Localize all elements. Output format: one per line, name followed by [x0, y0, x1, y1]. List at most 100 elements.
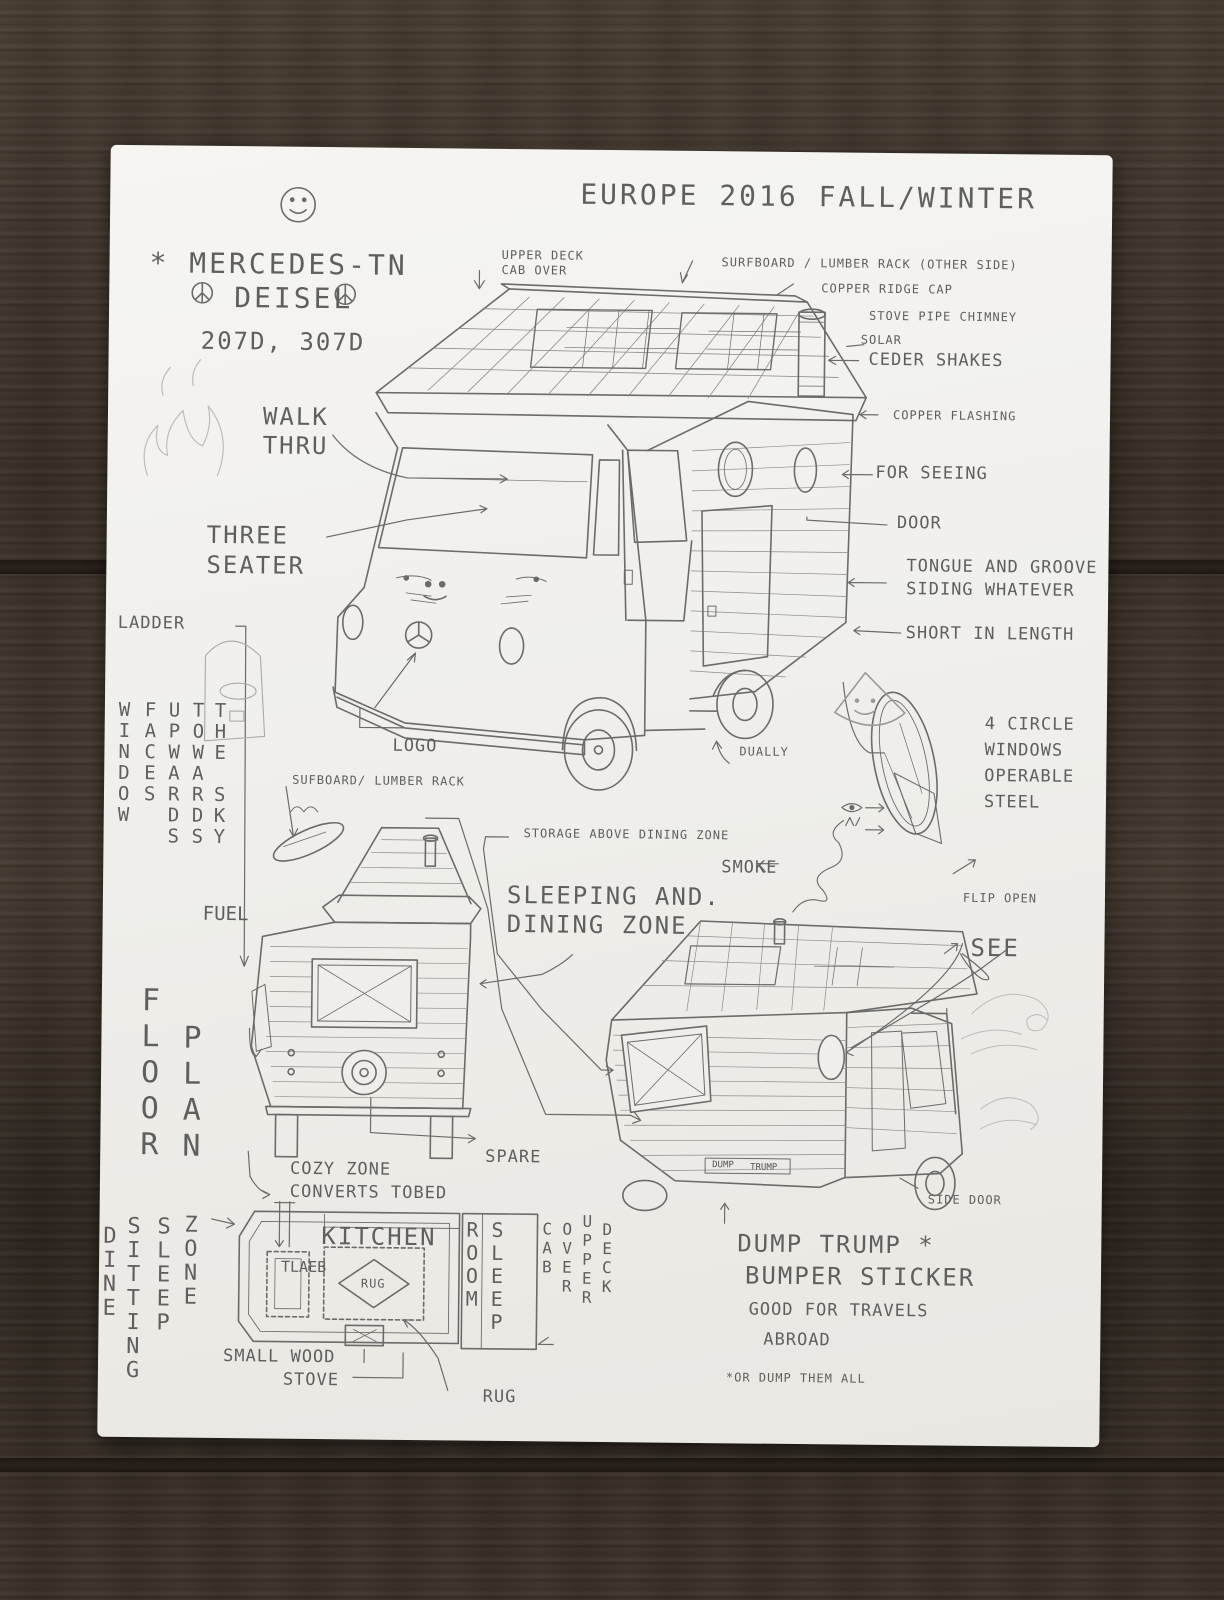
vertical-text-faces: F A C E S	[143, 699, 157, 806]
main-van-front-view	[332, 283, 867, 791]
wave-doodle	[960, 993, 1049, 1130]
circle-window-detail	[870, 691, 943, 845]
solar-panel-icon	[674, 312, 802, 371]
vertical-text-the-sky: T H E S K Y	[213, 699, 227, 849]
copper-ridge-cap-label: COPPER RIDGE CAP	[821, 281, 953, 297]
spare-label: SPARE	[485, 1146, 542, 1168]
three-seater-label-1: THREE	[206, 520, 290, 550]
vertical-text-cab: C A B	[541, 1219, 553, 1277]
short-length-label: SHORT IN LENGTH	[905, 623, 1075, 645]
rug-box-label: RUG	[360, 1276, 386, 1291]
vertical-text-windows: W I N D O W	[117, 698, 131, 827]
smiley-face-icon	[280, 186, 316, 223]
circle-windows-label-1: 4 CIRCLE	[984, 713, 1075, 735]
door-label: DOOR	[896, 513, 942, 534]
eye-icon	[841, 802, 885, 835]
wood-stove-icon	[344, 1324, 385, 1347]
stove-pipe-chimney	[797, 311, 826, 398]
floor-plan	[237, 1210, 539, 1351]
dump-trump-label: DUMP TRUMP *	[737, 1229, 935, 1260]
circle-window	[717, 441, 754, 498]
vertical-text-towards: T O W A R D S	[191, 699, 205, 848]
spare-tire	[341, 1049, 387, 1096]
plate-text-1: DUMP	[712, 1160, 734, 1171]
triangle-face-doodle	[834, 671, 906, 726]
front-wheel	[914, 1156, 956, 1211]
smoke-label: SMOKE	[721, 857, 778, 878]
surfboard-icon	[272, 821, 345, 862]
van-sketch-drawing	[143, 186, 1049, 1391]
circle-window	[793, 447, 818, 493]
vertical-text-floor: F L O O R	[140, 983, 161, 1163]
vertical-text-zone: Z O N E	[183, 1212, 198, 1310]
storage-label: STORAGE ABOVE DINING ZONE	[523, 826, 730, 843]
faint-rear-view-doodle	[204, 640, 266, 742]
vertical-text-sleep: S L E E P	[156, 1214, 171, 1336]
sketch-paper: EUROPE 2016 FALL/WINTER * MERCEDES-TN DE…	[97, 144, 1113, 1448]
rear-rack-label: SUFBOARD/ LUMBER RACK	[292, 772, 465, 789]
callout-arrows	[235, 260, 902, 967]
logo-label: LOGO	[392, 735, 438, 757]
side-door-label: SIDE DOOR	[927, 1192, 1002, 1208]
rear-three-quarter-van	[605, 819, 978, 1212]
three-seater-label-2: SEATER	[206, 550, 306, 580]
fuel-label: FUEL	[202, 902, 249, 926]
rear-wheel	[274, 1113, 299, 1158]
sleeping-zone-label-1: SLEEPING AND.	[506, 880, 721, 912]
wood-plank-gap	[0, 1458, 1224, 1472]
solar-label: SOLAR	[860, 332, 902, 348]
rug	[338, 1258, 410, 1309]
solar-panel-icon	[684, 945, 782, 986]
vertical-text-upper: U P P E R	[581, 1211, 593, 1307]
plate-text-2: TRUMP	[750, 1162, 778, 1173]
tongue-groove-label-1: TONGUE AND GROOVE	[906, 556, 1098, 579]
stove-pipe-chimney-label: STOVE PIPE CHIMNEY	[868, 308, 1018, 325]
vertical-text-upwards: U P W A R D S	[167, 699, 181, 848]
good-for-travels-label: GOOD FOR TRAVELS	[748, 1299, 929, 1322]
peace-sign-icon	[334, 283, 357, 306]
footnote-label: *OR DUMP THEM ALL	[725, 1370, 866, 1386]
rear-wheel	[622, 1179, 668, 1212]
mercedes-logo-icon	[404, 621, 433, 649]
tongue-groove-label-2: SIDING WHATEVER	[906, 579, 1075, 601]
circle-windows-label-2: WINDOWS	[984, 739, 1064, 761]
rug-label: RUG	[482, 1386, 517, 1408]
abroad-label: ABROAD	[763, 1329, 831, 1351]
vertical-text-sleep-storage: S L E E P	[490, 1217, 504, 1334]
vertical-text-deck: D E C K	[601, 1219, 613, 1297]
dually-label: DUALLY	[739, 744, 789, 759]
vertical-text-over: O V E R	[561, 1219, 573, 1296]
sleeping-zone-label-2: DINING ZONE	[506, 909, 688, 940]
table-label: TLAEB	[280, 1257, 327, 1277]
trip-title: EUROPE 2016 FALL/WINTER	[580, 177, 1038, 216]
cab-over-label: CAB OVER	[501, 262, 568, 278]
ladder-label: LADDER	[117, 612, 186, 634]
fire-doodle	[143, 359, 224, 477]
smoke-icon	[792, 819, 845, 913]
rear-wheel	[716, 669, 774, 740]
peace-sign-icon	[191, 281, 214, 304]
flip-open-label: FLIP OPEN	[962, 890, 1038, 906]
solar-panel-icon	[529, 308, 680, 370]
cozy-zone-label-1: COZY ZONE	[289, 1158, 392, 1180]
engine-type: DEISEL	[234, 281, 354, 316]
for-seeing-label: FOR SEEING	[875, 462, 988, 484]
vertical-text-sitting: S I T T I N G	[125, 1214, 141, 1384]
rear-view-van	[250, 806, 482, 1160]
circle-window	[817, 1034, 846, 1081]
upper-deck-label: UPPER DECK	[501, 247, 584, 263]
cedar-shakes-label: CEDER SHAKES	[868, 349, 1004, 372]
circle-windows-label-4: STEEL	[983, 791, 1041, 813]
dining-table	[265, 1250, 311, 1318]
vertical-text-plan: P L A N	[182, 1020, 202, 1164]
small-wood-stove-label-2: STOVE	[282, 1369, 340, 1391]
vertical-text-dine: D I N E	[102, 1223, 117, 1321]
model-variants: 207D, 307D	[200, 326, 366, 357]
cozy-zone-label-2: CONVERTS TOBED	[289, 1181, 448, 1204]
walk-thru-label-1: WALK	[262, 402, 329, 432]
bumper-sticker	[704, 1157, 791, 1175]
front-wheel	[563, 709, 634, 791]
small-wood-stove-label-1: SMALL WOOD	[223, 1346, 336, 1368]
vertical-text-room: R O O M	[465, 1217, 479, 1311]
surfboard-rack-label: SURFBOARD / LUMBER RACK (OTHER SIDE)	[721, 255, 1018, 273]
